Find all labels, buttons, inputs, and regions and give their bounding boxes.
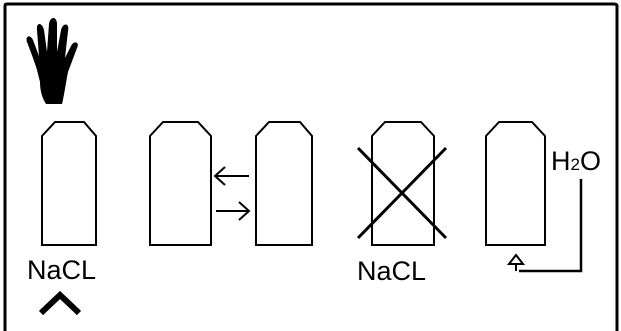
container-transfer-a bbox=[149, 121, 212, 246]
container-transfer-b bbox=[255, 121, 313, 246]
arrow-up-icon bbox=[506, 253, 526, 265]
cross-out-icon bbox=[356, 146, 448, 240]
container-left bbox=[41, 121, 97, 246]
water-return-line bbox=[519, 179, 583, 273]
nacl-label-left: NaCL bbox=[27, 255, 96, 285]
diagram-frame bbox=[3, 2, 619, 331]
nacl-label-crossed: NaCL bbox=[357, 256, 426, 286]
caret-up-icon bbox=[38, 290, 82, 316]
container-water bbox=[485, 121, 546, 246]
water-label: H2O bbox=[551, 146, 601, 176]
container-crossed bbox=[371, 121, 435, 246]
arrow-left-icon bbox=[213, 166, 249, 186]
arrow-right-icon bbox=[216, 201, 251, 221]
glove-icon bbox=[26, 18, 78, 104]
